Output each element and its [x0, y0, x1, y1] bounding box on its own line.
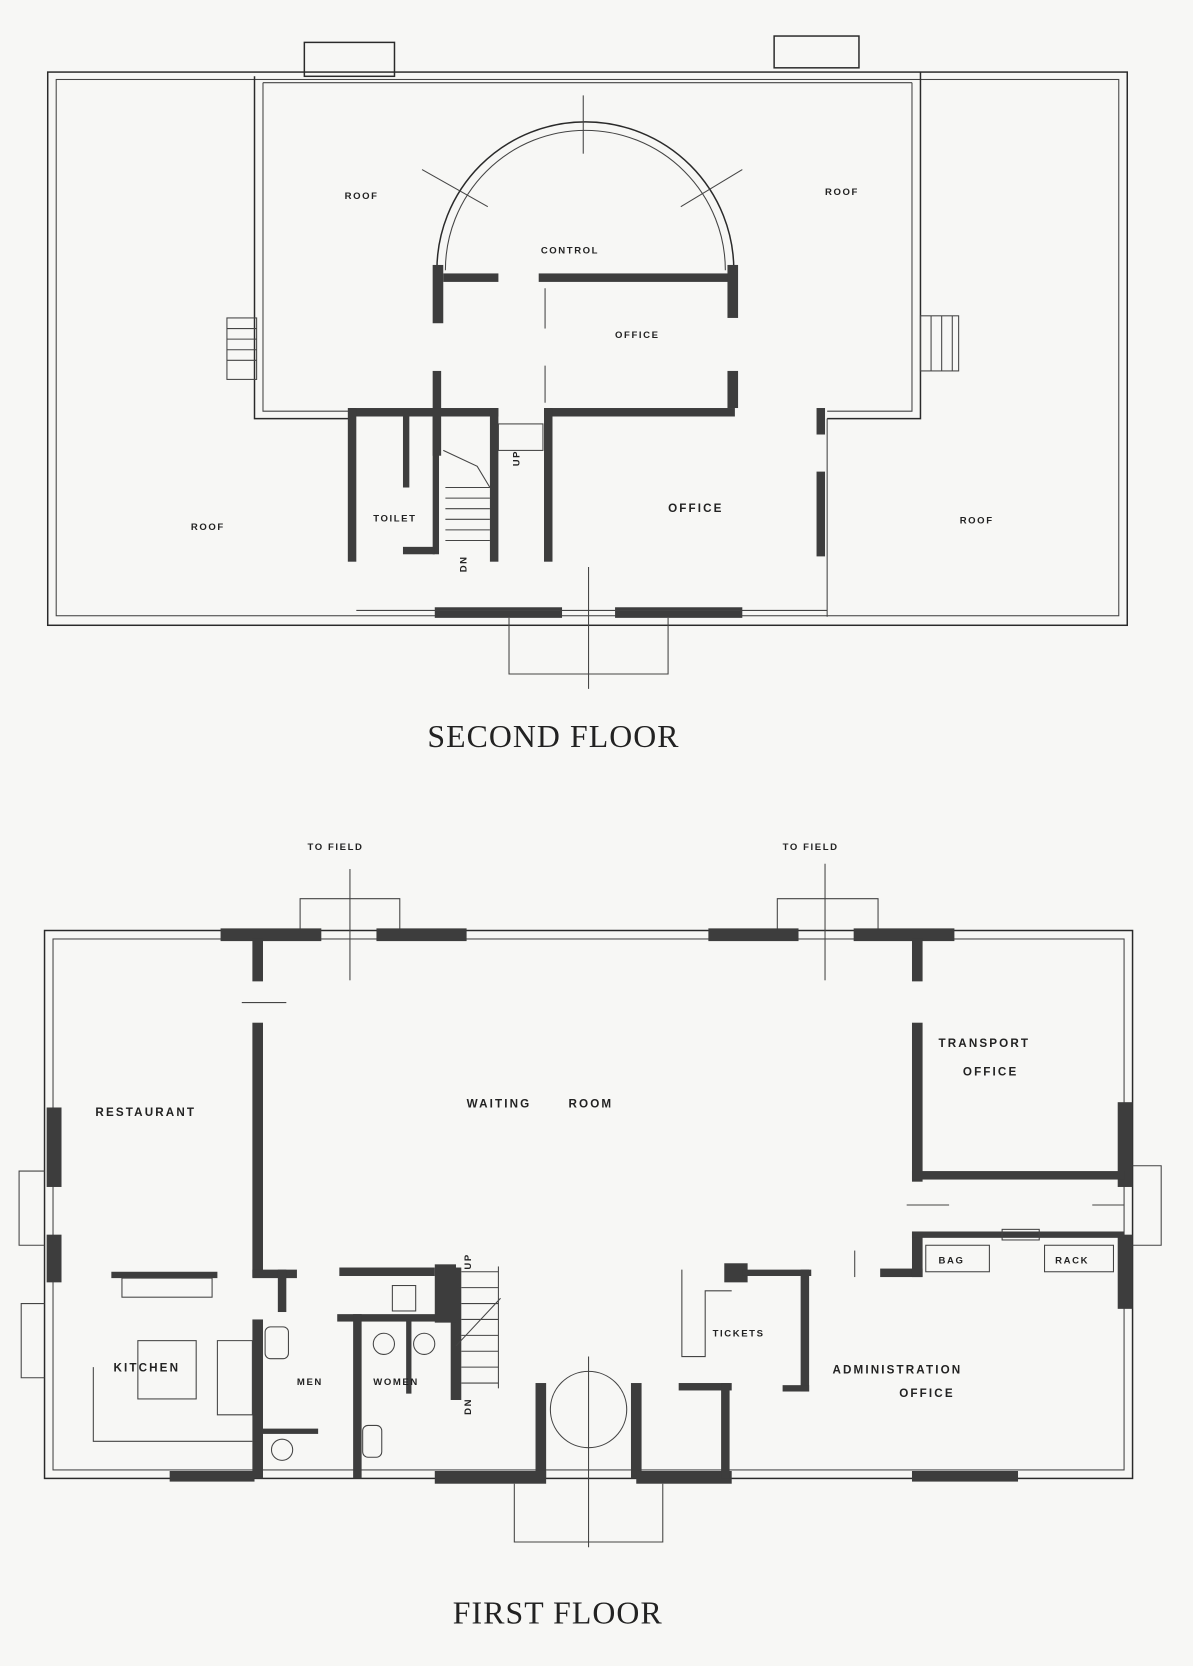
roof-stair-right	[919, 315, 960, 372]
field-door-right	[776, 898, 879, 931]
stair-down-label: DN	[463, 1398, 474, 1415]
room-label-bag: BAG	[938, 1255, 964, 1266]
room-label-restaurant: RESTAURANT	[95, 1106, 196, 1119]
room-label-roof: ROOF	[825, 187, 859, 198]
chimney	[303, 41, 396, 78]
entrance-porch	[513, 1483, 664, 1543]
room-label-men: MEN	[297, 1377, 323, 1388]
room-label-waiting-room: WAITING ROOM	[467, 1097, 614, 1110]
to-field-label: TO FIELD	[308, 842, 364, 853]
second-floor-plan: ROOF ROOF CONTROL OFFICE OFFICE TOILET R…	[46, 35, 1128, 754]
second-floor-stair	[443, 423, 544, 542]
stair-up-label: UP	[463, 1253, 474, 1269]
room-label-kitchen: KITCHEN	[113, 1361, 180, 1374]
room-label-roof: ROOF	[960, 516, 994, 527]
room-label-rack: RACK	[1055, 1255, 1089, 1266]
stair-down-label: DN	[459, 555, 470, 572]
roof-stair-left	[226, 317, 258, 380]
central-block-outline	[253, 76, 350, 420]
room-label-administration: ADMINISTRATION	[832, 1363, 962, 1376]
room-label-transport: TRANSPORT	[938, 1037, 1030, 1050]
room-label-toilet: TOILET	[373, 513, 416, 524]
control-room-arc	[436, 121, 735, 271]
room-label-roof: ROOF	[345, 191, 379, 202]
room-label-office: OFFICE	[668, 502, 723, 515]
first-floor-title: FIRST FLOOR	[453, 1596, 663, 1631]
room-label-tickets: TICKETS	[713, 1328, 765, 1339]
room-label-administration-office: OFFICE	[899, 1387, 954, 1400]
room-label-roof: ROOF	[191, 522, 225, 533]
chimney	[773, 35, 860, 69]
room-label-control: CONTROL	[541, 245, 599, 256]
stair-up-label: UP	[512, 450, 523, 466]
room-label-office: OFFICE	[615, 330, 660, 341]
second-floor-outer-wall	[46, 71, 1128, 627]
first-floor-stair	[455, 1266, 501, 1389]
room-label-women: WOMEN	[373, 1377, 419, 1388]
first-floor-plan: TO FIELD TO FIELD RESTAURANT WAITING ROO…	[18, 842, 1162, 1631]
second-floor-title: SECOND FLOOR	[427, 719, 679, 754]
room-label-transport-office: OFFICE	[963, 1066, 1018, 1079]
to-field-label: TO FIELD	[783, 842, 839, 853]
